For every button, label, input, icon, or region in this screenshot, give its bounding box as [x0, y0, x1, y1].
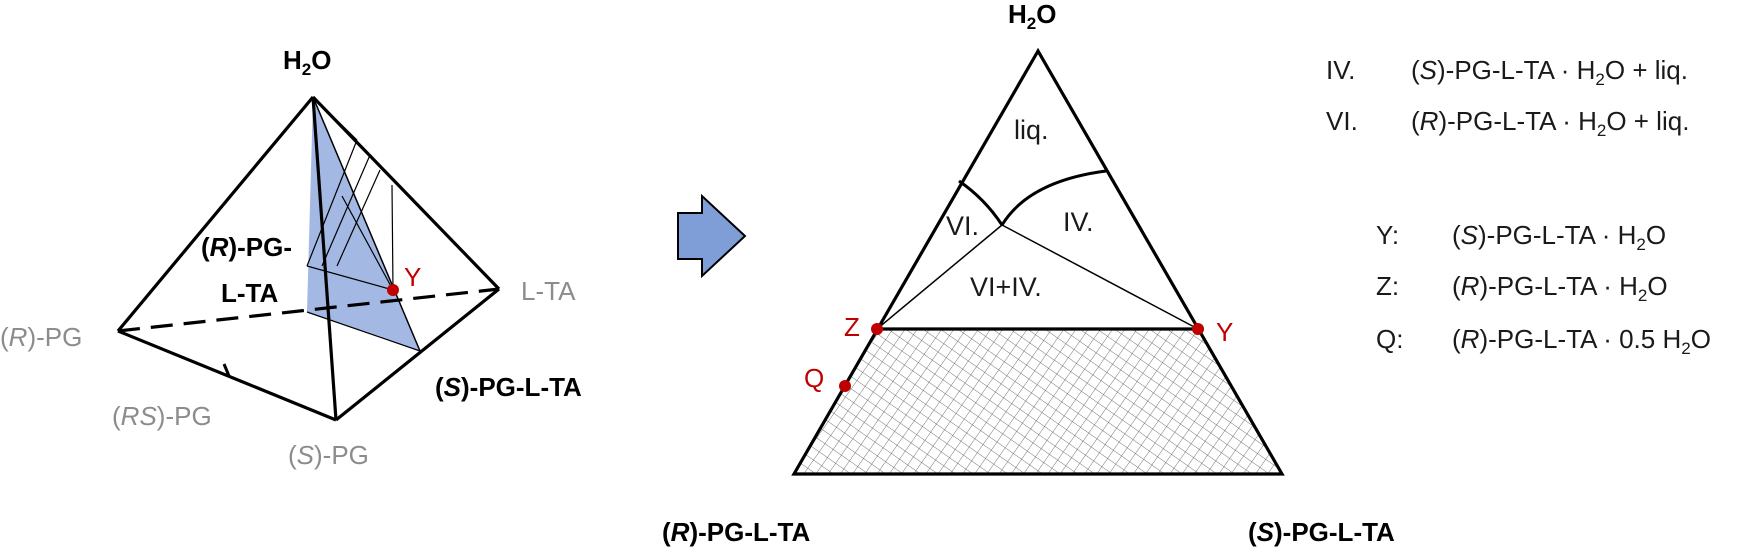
legend-key-iv: IV.	[1326, 55, 1355, 85]
point-z	[871, 323, 883, 335]
tie-line-y	[1001, 224, 1199, 330]
legend-value-z: (R)-PG-L-TA · H2O	[1452, 271, 1668, 305]
vertex-rs-pg: (RS)-PG	[112, 401, 212, 431]
legend-key-q: Q:	[1376, 324, 1403, 354]
vertex-s-pg: (S)-PG	[288, 440, 369, 470]
legend-value-vi: (R)-PG-L-TA · H2O + liq.	[1411, 106, 1689, 140]
point-q-label: Q	[804, 363, 824, 393]
plane-label-line1: (R)-PG-	[201, 232, 292, 262]
region-iv: IV.	[1063, 207, 1094, 237]
plane-label-line2: L-TA	[221, 278, 278, 308]
ternary-lines	[791, 47, 1285, 476]
tetra-apex-label: H2O	[283, 45, 331, 79]
legend-regions: IV. (S)-PG-L-TA · H2O + liq. VI. (R)-PG-…	[1326, 55, 1689, 140]
ternary-diagram: H2O liq. VI. IV. VI+IV. Z Y Q (R)-PG-L-T…	[662, 0, 1395, 547]
solubility-curve-vi	[958, 179, 1004, 226]
legend-key-y: Y:	[1376, 220, 1399, 250]
legend-value-iv: (S)-PG-L-TA · H2O + liq.	[1411, 55, 1688, 89]
solubility-curve-iv	[1000, 169, 1107, 226]
legend-points: Y: (S)-PG-L-TA · H2O Z: (R)-PG-L-TA · H2…	[1376, 220, 1711, 358]
right-arrow	[677, 193, 747, 279]
bottom-right-label: (S)-PG-L-TA	[1248, 517, 1395, 547]
vertex-r-pg: (R)-PG	[0, 322, 82, 352]
point-y-label: Y	[1216, 317, 1233, 347]
point-z-label: Z	[844, 312, 860, 342]
rs-pg-tick	[222, 363, 231, 377]
point-y	[1192, 323, 1204, 335]
region-vi: VI.	[946, 211, 979, 241]
legend-key-vi: VI.	[1326, 106, 1358, 136]
tie-lines	[306, 96, 421, 352]
point-q	[839, 380, 851, 392]
tie-line-z	[876, 224, 1003, 330]
bottom-left-label: (R)-PG-L-TA	[662, 517, 810, 547]
tetrahedron-edges	[116, 95, 501, 422]
legend-value-y: (S)-PG-L-TA · H2O	[1452, 220, 1666, 254]
vertex-l-ta: L-TA	[521, 276, 576, 306]
ternary-apex-label: H2O	[1008, 0, 1056, 33]
s-pg-l-ta-label: (S)-PG-L-TA	[435, 372, 582, 402]
solid-region-hatched	[794, 329, 1282, 474]
legend-value-q: (R)-PG-L-TA · 0.5 H2O	[1452, 324, 1711, 358]
tetra-point-Y	[387, 284, 399, 296]
region-liq: liq.	[1014, 115, 1049, 145]
ternary-outline	[791, 47, 1285, 476]
tetra-point-Y-label: Y	[404, 262, 421, 292]
region-vi-iv: VI+IV.	[970, 272, 1042, 302]
tetrahedron-diagram: H2O (R)-PG- L-TA Y L-TA (R)-PG (RS)-PG (…	[0, 45, 582, 470]
legend-key-z: Z:	[1376, 271, 1399, 301]
